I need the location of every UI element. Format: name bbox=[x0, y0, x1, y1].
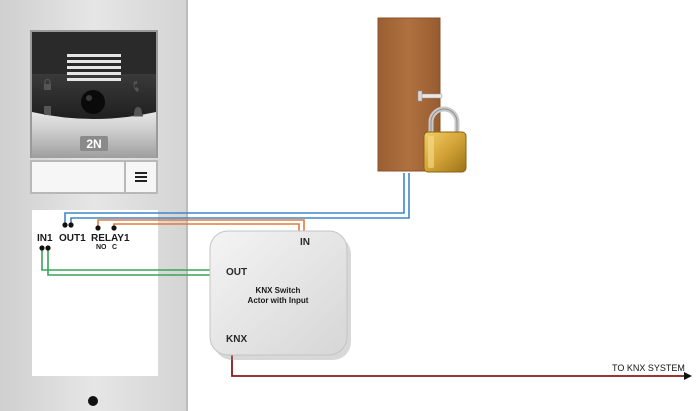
knx-module-title-1: KNX Switch bbox=[256, 286, 301, 295]
menu-icon bbox=[135, 172, 147, 182]
screw bbox=[88, 396, 98, 406]
brand-logo-text: 2N bbox=[86, 137, 101, 151]
knx-port-out: OUT bbox=[226, 267, 247, 278]
door-icon bbox=[44, 106, 51, 115]
speaker-grille bbox=[67, 54, 121, 81]
name-plate bbox=[32, 162, 124, 192]
camera-icon bbox=[81, 90, 105, 114]
wire-out1-a bbox=[64, 173, 405, 224]
knx-bus-label: TO KNX SYSTEM bbox=[612, 363, 685, 373]
wire-relay-no bbox=[97, 219, 305, 236]
wire-knx-bus bbox=[231, 354, 684, 377]
terminal-module bbox=[32, 210, 158, 376]
terminal-label-in1: IN1 bbox=[37, 233, 53, 244]
lock-icon bbox=[44, 78, 51, 90]
camera-module: 2N bbox=[30, 30, 158, 158]
terminal-label-relay1: RELAY1 bbox=[91, 233, 130, 244]
knx-module-title-2: Actor with Input bbox=[248, 296, 309, 305]
knx-switch-module: IN OUT KNX KNX Switch Actor with Input bbox=[209, 230, 351, 360]
intercom-panel: 2N bbox=[0, 0, 188, 411]
knx-module-body bbox=[209, 230, 348, 356]
terminal-label-c: C bbox=[112, 244, 117, 251]
wire-in1-b bbox=[47, 248, 212, 276]
terminal-label-out1: OUT1 bbox=[59, 233, 86, 244]
wire-in1-a bbox=[41, 248, 212, 271]
terminal-label-no: NO bbox=[96, 244, 107, 251]
phone-icon bbox=[133, 81, 139, 92]
brand-logo bbox=[80, 136, 108, 151]
wire-out1-b bbox=[70, 173, 410, 224]
button-strip bbox=[30, 160, 158, 194]
door-handle bbox=[419, 93, 443, 99]
terminals: IN1 OUT1 RELAY1 NO C bbox=[37, 222, 130, 251]
padlock-icon bbox=[423, 106, 467, 173]
knx-port-knx: KNX bbox=[226, 334, 247, 345]
bell-icon bbox=[133, 107, 143, 117]
wires bbox=[41, 173, 692, 380]
arrow-knx-bus bbox=[684, 372, 692, 380]
knx-port-in: IN bbox=[300, 237, 310, 248]
